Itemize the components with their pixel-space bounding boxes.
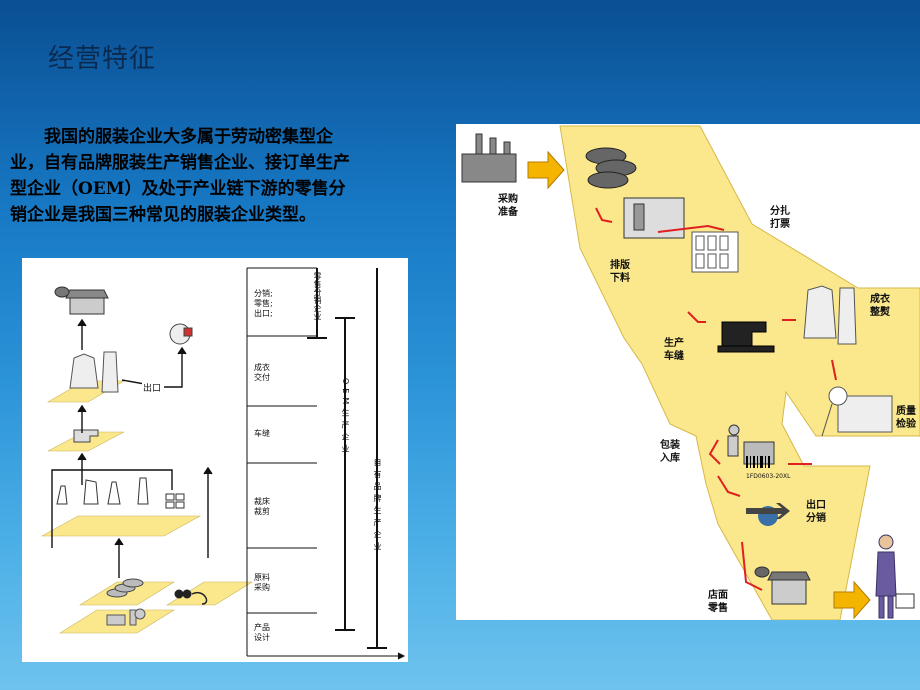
- production-flow-svg: 采购准备 排版下料 分扎打票 生产车缝 成衣整熨 质量检验 包装入库 出口分销 …: [461, 125, 920, 621]
- garment-icon: [69, 351, 119, 393]
- label-split: 分扎打票: [770, 204, 790, 230]
- yellow-arrow-2: [833, 580, 871, 620]
- stage-label-retail: 分销;零售;出口;: [254, 288, 273, 318]
- thread-spools-icon: [174, 589, 208, 605]
- fabric-rolls-icon: [106, 578, 144, 598]
- production-flow-diagram: 采购准备 排版下料 分扎打票 生产车缝 成衣整熨 质量检验 包装入库 出口分销 …: [456, 124, 920, 621]
- export-label: 出口: [143, 382, 161, 394]
- sewing-machine-icon: [73, 429, 99, 443]
- airplane-globe-icon: [746, 503, 790, 526]
- stage-label-delivery: 成衣交付: [254, 362, 270, 382]
- stage-label-material: 原料采购: [254, 572, 270, 592]
- stage-label-cutting: 裁床裁剪: [254, 496, 270, 516]
- bracket-label-retail: 零售分销企业: [313, 272, 322, 320]
- label-pack: 包装入库: [660, 438, 680, 464]
- export-globe-icon: [169, 323, 193, 345]
- inspection-icon: [821, 386, 893, 437]
- garment-icon: [803, 285, 857, 345]
- supply-chain-svg: 出口 分销;零售;出口; 成衣交付 车缝 裁床裁剪 原料采购 产品设计: [40, 267, 406, 660]
- yellow-arrow-1: [527, 150, 565, 190]
- pattern-pieces-icon: [56, 477, 185, 509]
- ticket-sheets-icon: [691, 231, 739, 273]
- material-pad-2: [165, 581, 254, 606]
- stage-label-design: 产品设计: [254, 622, 270, 642]
- label-finish: 成衣整熨: [869, 292, 891, 318]
- label-retail: 店面零售: [707, 588, 728, 614]
- fabric-rolls-icon: [585, 147, 637, 189]
- sewing-machine-icon: [717, 321, 775, 353]
- stage-table: [246, 267, 406, 660]
- label-qc: 质量检验: [896, 404, 917, 430]
- cutting-machine-icon: [623, 197, 685, 239]
- bracket-label-oem: OEM生产企业: [341, 378, 350, 457]
- label-procure: 采购准备: [497, 192, 519, 218]
- barcode-icon: [746, 456, 770, 468]
- supply-chain-diagram: 出口 分销;零售;出口; 成衣交付 车缝 裁床裁剪 原料采购 产品设计: [22, 258, 408, 662]
- store-icon: [54, 286, 109, 315]
- store-icon: [754, 566, 811, 605]
- packing-worker-icon: [727, 424, 775, 465]
- label-sewing: 生产车缝: [664, 336, 684, 362]
- microscope-icon: [106, 608, 146, 626]
- slide-title: 经营特征: [48, 44, 157, 74]
- factory-icon: [461, 133, 517, 183]
- stage-label-sewing: 车缝: [254, 428, 270, 438]
- label-export: 出口分销: [806, 498, 826, 524]
- label-layout: 排版下料: [610, 258, 630, 284]
- barcode-text: 1FD0603-20XL: [746, 473, 791, 480]
- enterprise-brackets: [307, 268, 387, 649]
- flow-band: [559, 125, 920, 621]
- shopper-icon: [875, 534, 915, 619]
- bracket-label-brand: 自有品牌生产企业: [373, 458, 382, 554]
- cutting-pad: [40, 515, 202, 537]
- slide-paragraph: 我国的服装企业大多属于劳动密集型企业，自有品牌服装生产销售企业、接订单生产型企业…: [10, 127, 350, 225]
- red-flow-arrows: [595, 207, 837, 591]
